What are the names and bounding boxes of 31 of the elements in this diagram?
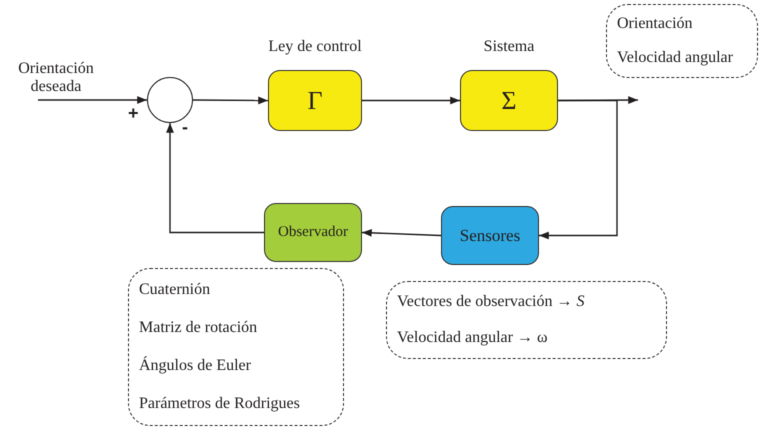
arrow xyxy=(539,100,618,240)
arrow xyxy=(362,228,442,237)
summing-junction xyxy=(147,77,193,123)
note-text: Parámetros de Rodrigues xyxy=(139,394,300,414)
arrow xyxy=(193,96,268,104)
note-text: Velocidad angular xyxy=(617,48,733,68)
note-text: Vectores de observación → S xyxy=(397,292,584,312)
block-title: Sistema xyxy=(484,38,534,56)
sign-label: + xyxy=(128,104,139,122)
note-text: Orientación xyxy=(617,14,693,34)
dashed-note-box xyxy=(386,281,667,359)
block-label: Γ xyxy=(307,86,323,116)
note-text: Matriz de rotación xyxy=(139,318,258,338)
block-box xyxy=(268,70,362,131)
note-text: Velocidad angular → ω xyxy=(397,328,548,348)
sign-label: - xyxy=(182,118,188,136)
block-label: Observador xyxy=(278,224,348,242)
block-box xyxy=(441,206,539,265)
block-label: Σ xyxy=(501,86,517,116)
dashed-note-box xyxy=(606,4,758,78)
input-label: Orientación deseada xyxy=(17,60,95,96)
note-text: Ángulos de Euler xyxy=(139,356,251,376)
dashed-note-box xyxy=(128,268,344,426)
arrow xyxy=(166,123,264,234)
block-title: Ley de control xyxy=(268,38,362,56)
block-label: Sensores xyxy=(460,226,520,246)
arrow xyxy=(362,96,460,104)
block-box xyxy=(460,70,558,131)
block-box xyxy=(264,203,362,262)
note-text: Cuaternión xyxy=(139,280,210,300)
arrow xyxy=(38,96,147,104)
